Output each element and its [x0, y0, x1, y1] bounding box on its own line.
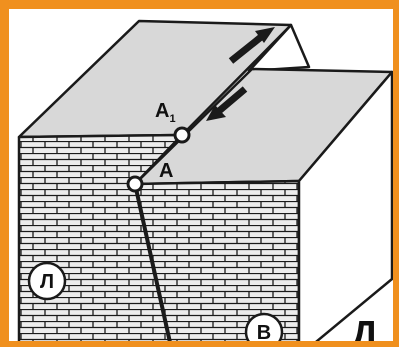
point-a1-marker	[173, 126, 191, 144]
offset-segment	[134, 134, 183, 185]
figure-letter: Д	[351, 314, 378, 347]
point-a1-label: A1	[155, 100, 176, 125]
left-block-label: Л	[27, 261, 67, 301]
fault-diagram: A1 A Л В Д	[17, 19, 393, 347]
arrow-down-left-icon	[206, 86, 248, 121]
point-a-marker	[126, 175, 144, 193]
fault-line	[133, 183, 172, 341]
right-block-label: В	[244, 312, 284, 344]
svg-text:Л: Л	[40, 271, 54, 293]
right-block-side-face	[297, 70, 393, 341]
arrow-up-right-icon	[228, 27, 275, 64]
point-a-label: A	[159, 160, 173, 182]
svg-text:В: В	[257, 322, 271, 344]
